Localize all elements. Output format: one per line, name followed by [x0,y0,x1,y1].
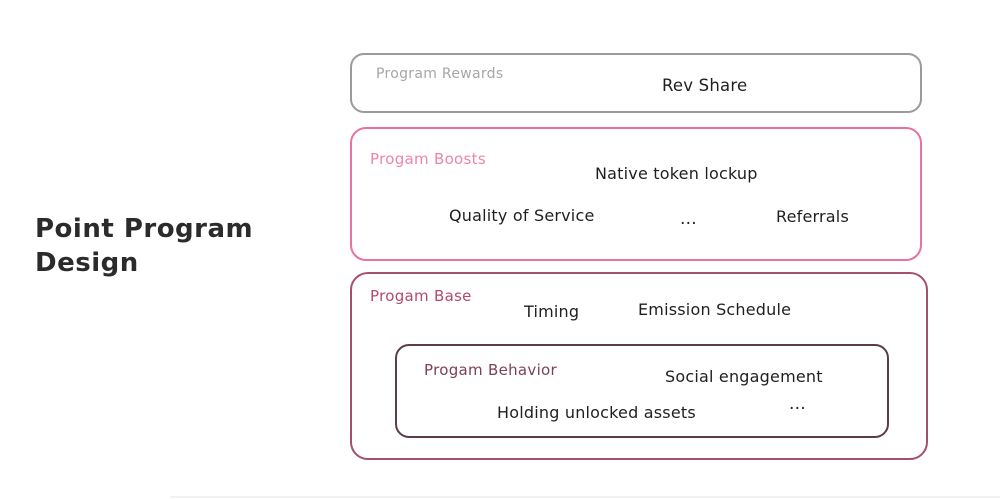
diagram-title: Point Program Design [35,212,253,280]
bottom-divider [170,496,1000,498]
boosts-item-quality-of-service: Quality of Service [449,206,595,225]
program-boosts-box: Progam Boosts Native token lockup Qualit… [350,127,922,261]
boosts-item-native-token-lockup: Native token lockup [595,164,758,183]
base-item-emission-schedule: Emission Schedule [638,300,792,319]
program-base-box: Progam Base Timing Emission Schedule Pro… [350,272,928,460]
boosts-item-ellipsis: ... [680,209,697,229]
program-behavior-box: Progam Behavior Social engagement Holdin… [395,344,889,438]
behavior-item-social-engagement: Social engagement [665,367,823,386]
diagram-title-line2: Design [35,248,139,278]
program-rewards-box: Program Rewards Rev Share [350,53,922,113]
behavior-item-ellipsis: ... [789,394,806,414]
behavior-item-holding-unlocked-assets: Holding unlocked assets [497,403,696,422]
program-base-label: Progam Base [370,287,472,305]
diagram-title-line1: Point Program [35,214,254,244]
program-rewards-label: Program Rewards [376,66,504,82]
program-boosts-label: Progam Boosts [370,150,486,168]
rewards-item-rev-share: Rev Share [662,76,748,95]
base-item-timing: Timing [524,302,580,321]
program-behavior-label: Progam Behavior [424,361,557,379]
boosts-item-referrals: Referrals [776,207,849,226]
